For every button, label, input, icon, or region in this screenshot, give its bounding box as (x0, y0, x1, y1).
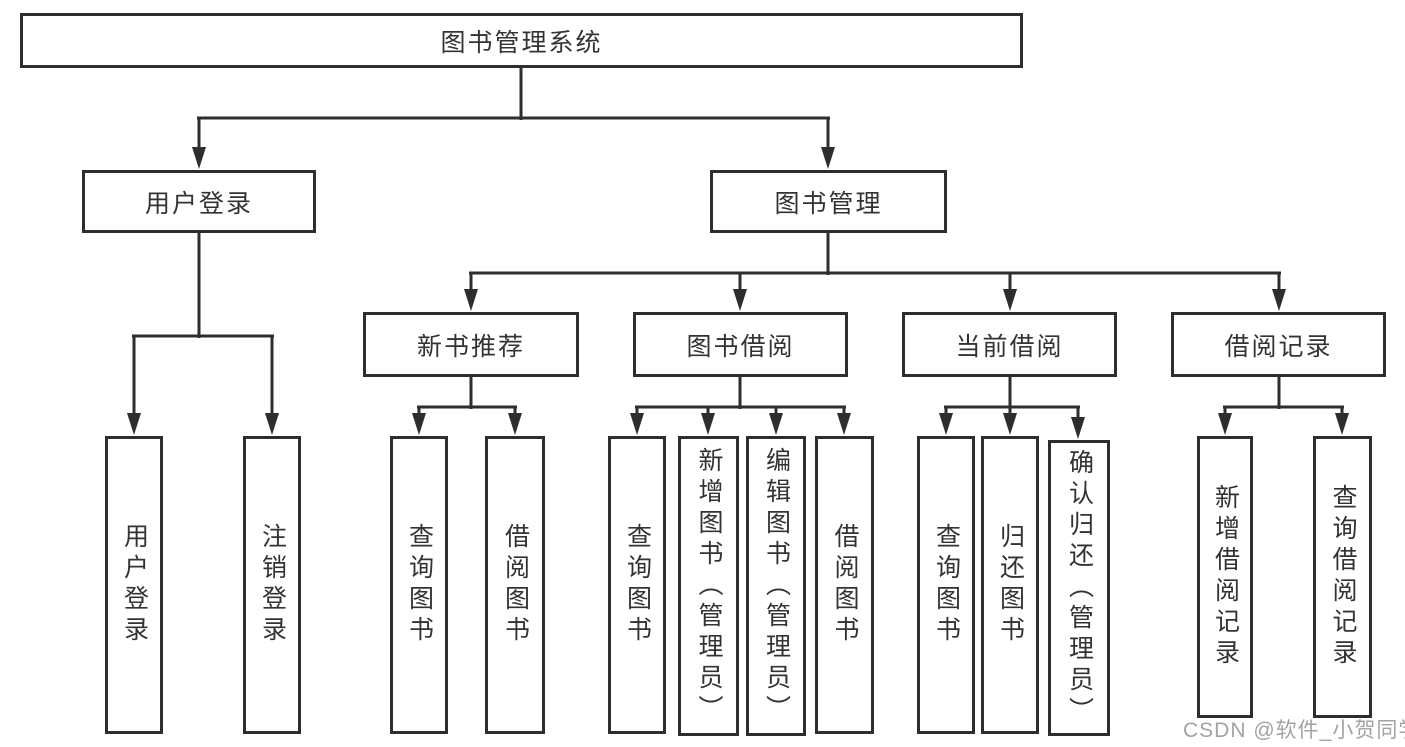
node-book-management: 图书管理 (710, 170, 947, 233)
leaf-add-borrow-record: 新增借阅记录 (1197, 436, 1253, 718)
node-book-borrow: 图书借阅 (633, 312, 848, 377)
leaf-return-books: 归还图书 (981, 436, 1039, 734)
csdn-watermark: CSDN @软件_小贺同学 (1183, 719, 1405, 742)
connector-new-book-recommend-children (412, 377, 522, 435)
leaf-borrow-books: 借阅图书 (815, 436, 874, 734)
leaf-user-login: 用户登录 (105, 436, 163, 734)
leaf-query-books-recommend: 查询图书 (390, 436, 448, 734)
leaf-query-books-borrow: 查询图书 (608, 436, 666, 734)
leaf-query-books-current: 查询图书 (917, 436, 975, 734)
leaf-add-books-admin: 新增图书（管理员） (678, 436, 739, 736)
leaf-logout: 注销登录 (243, 436, 301, 734)
node-new-book-recommend: 新书推荐 (363, 312, 579, 377)
connector-borrow-records-children (1218, 377, 1349, 435)
connector-user-login-children (127, 233, 279, 435)
node-library-system: 图书管理系统 (20, 13, 1023, 68)
node-borrow-records: 借阅记录 (1171, 312, 1386, 377)
leaf-borrow-books-recommend: 借阅图书 (485, 436, 545, 734)
connector-book-management-children (464, 233, 1286, 311)
leaf-confirm-return-admin: 确认归还（管理员） (1048, 440, 1110, 736)
connector-book-borrow-children (630, 377, 851, 435)
leaf-query-borrow-record: 查询借阅记录 (1313, 436, 1372, 718)
connector-root-to-level2 (192, 68, 835, 169)
connector-current-borrow-children (939, 377, 1085, 439)
leaf-edit-books-admin: 编辑图书（管理员） (746, 436, 806, 736)
node-current-borrow: 当前借阅 (902, 312, 1117, 377)
node-user-login: 用户登录 (82, 170, 316, 233)
